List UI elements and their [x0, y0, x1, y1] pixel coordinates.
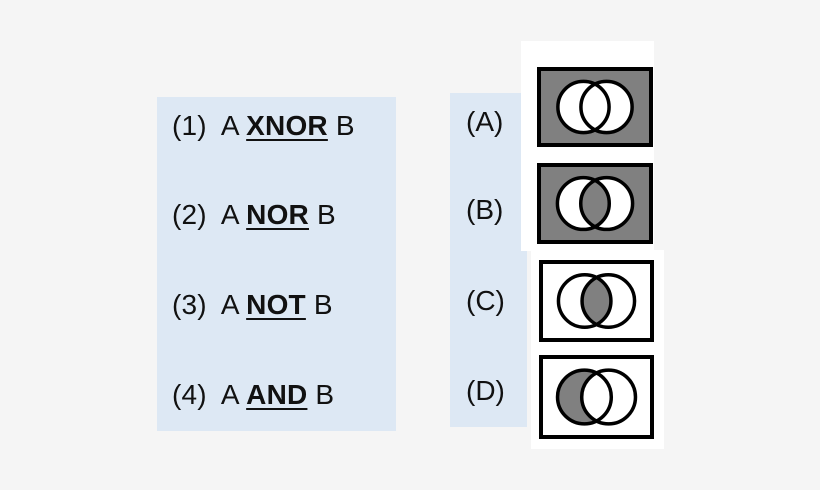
- operator: AND: [246, 379, 308, 410]
- circle-b-outline: [580, 273, 637, 329]
- expression-number: (1): [172, 110, 207, 141]
- expressions-panel: [157, 97, 396, 431]
- operand-b: B: [313, 289, 333, 320]
- intersection-shaded: [580, 177, 610, 230]
- circle-b-fill: [580, 81, 633, 133]
- operator: NOR: [246, 199, 309, 230]
- labels-panel: [450, 93, 527, 427]
- expression-1: (1) A XNOR B: [172, 110, 355, 142]
- expression-2: (2) A NOR B: [172, 199, 336, 231]
- circle-a-outline: [556, 273, 613, 329]
- diagram-label-a: (A): [466, 106, 504, 137]
- operand-a: A: [220, 110, 239, 141]
- circle-b-outline: [579, 79, 634, 135]
- venn-diagram-b: [537, 163, 653, 244]
- circle-a-outline: [555, 175, 612, 232]
- frame-outline: [539, 260, 654, 342]
- operator: NOT: [246, 289, 306, 320]
- diagram-label-c: (C): [466, 285, 505, 316]
- expression-3: (3) A NOT B: [172, 289, 333, 321]
- circle-a-outline: [556, 79, 611, 135]
- operator: XNOR: [246, 110, 328, 141]
- diagram-label-d: (D): [466, 375, 505, 406]
- operand-a: A: [220, 379, 239, 410]
- venn-diagram-c: [539, 260, 654, 342]
- circle-a-outline: [555, 368, 614, 426]
- circle-b-outline: [578, 175, 635, 232]
- operand-a: A: [220, 199, 239, 230]
- operand-b: B: [316, 199, 336, 230]
- operand-b: B: [335, 110, 355, 141]
- diagram-label-b: (B): [466, 194, 504, 225]
- expression-4: (4) A AND B: [172, 379, 334, 411]
- intersection-shaded: [582, 274, 611, 328]
- expression-number: (3): [172, 289, 207, 320]
- frame-outline: [537, 67, 653, 147]
- intersection-cutout: [581, 370, 612, 424]
- operand-a: A: [220, 289, 239, 320]
- expression-number: (4): [172, 379, 207, 410]
- frame-outline: [537, 163, 653, 244]
- frame-outline: [539, 355, 654, 439]
- venn-diagram-a: [537, 67, 653, 147]
- venn-diagram-d: [539, 355, 654, 439]
- expression-number: (2): [172, 199, 207, 230]
- operand-b: B: [315, 379, 335, 410]
- circle-b-outline: [579, 368, 638, 426]
